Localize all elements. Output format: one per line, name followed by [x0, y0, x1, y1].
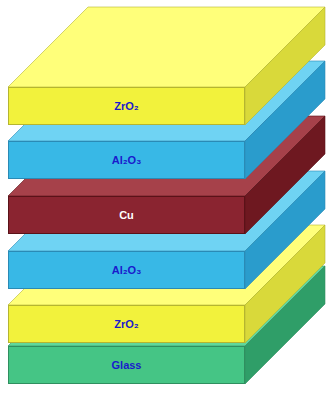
- layer-label: Cu: [119, 209, 134, 221]
- layer-front-face: ZrO₂: [8, 305, 245, 343]
- layer-front-face: Al₂O₃: [8, 251, 245, 289]
- layer-label: Glass: [112, 359, 142, 371]
- layer-label: ZrO₂: [114, 100, 138, 112]
- layer-front-face: ZrO₂: [8, 87, 245, 125]
- layer-front-face: Al₂O₃: [8, 141, 245, 179]
- layer-label: ZrO₂: [114, 318, 138, 330]
- layer-front-face: Glass: [8, 346, 245, 384]
- layer-front-face: Cu: [8, 196, 245, 234]
- zro2-slab: [8, 7, 325, 125]
- layer-label: Al₂O₃: [112, 154, 142, 166]
- layer-label: Al₂O₃: [112, 264, 142, 276]
- side-face: [245, 7, 325, 125]
